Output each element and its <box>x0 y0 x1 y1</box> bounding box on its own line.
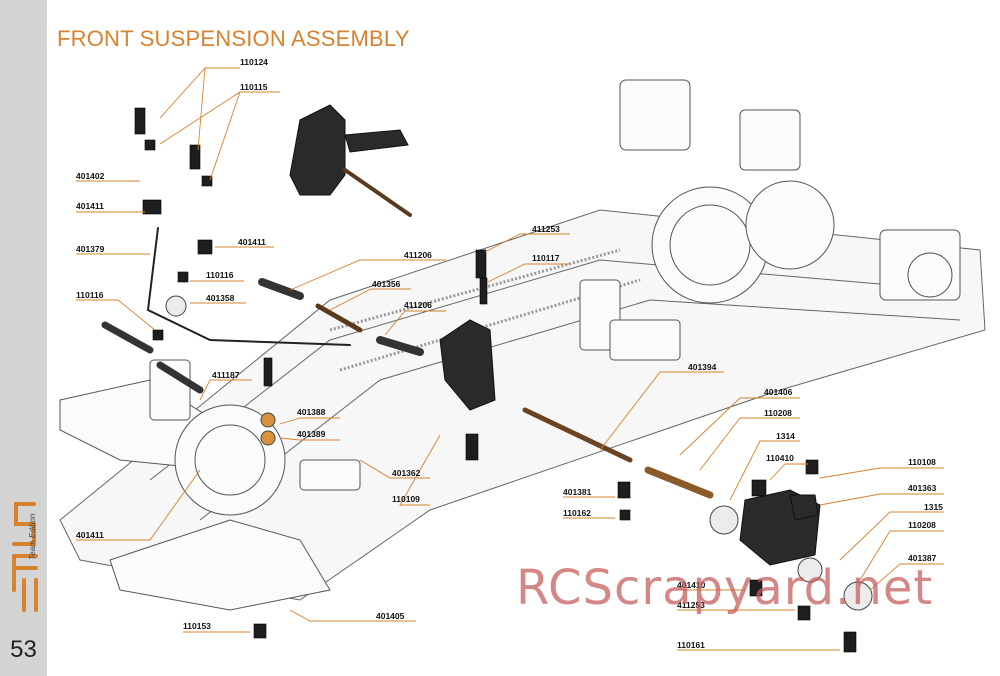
part-label-401356: 401356 <box>372 279 401 289</box>
part-label-110115: 110115 <box>240 82 268 92</box>
part-label-401388: 401388 <box>297 407 326 417</box>
part-label-110410: 110410 <box>766 453 794 463</box>
part-label-411206-b: 411206 <box>404 300 432 310</box>
part-label-1315: 1315 <box>924 502 943 512</box>
part-label-401411: 401411 <box>76 201 104 211</box>
part-label-401411-c: 401411 <box>76 530 104 540</box>
part-label-401363: 401363 <box>908 483 937 493</box>
part-label-110117: 110117 <box>532 253 560 263</box>
part-label-401406: 401406 <box>764 387 793 397</box>
part-label-401402: 401402 <box>76 171 105 181</box>
part-label-110153: 110153 <box>183 621 211 631</box>
part-label-401410: 401410 <box>677 580 706 590</box>
part-label-110161: 110161 <box>677 640 705 650</box>
bearings <box>165 295 873 611</box>
part-label-110208-b: 110208 <box>908 520 936 530</box>
rod-parts <box>101 168 714 499</box>
part-label-110162: 110162 <box>563 508 591 518</box>
part-label-401394: 401394 <box>688 362 717 372</box>
part-label-110109: 110109 <box>392 494 420 504</box>
part-label-110116-b: 110116 <box>76 290 104 300</box>
side-strip <box>0 0 47 676</box>
part-label-401387: 401387 <box>908 553 937 563</box>
part-label-411187: 411187 <box>212 370 240 380</box>
rear-assembly <box>579 79 961 361</box>
part-label-110124: 110124 <box>240 57 268 67</box>
front-suspension-drawing <box>59 359 361 611</box>
brand-logo <box>12 502 38 612</box>
part-label-411253-b: 411253 <box>677 600 705 610</box>
hub-parts <box>289 104 821 566</box>
part-label-401411-b: 401411 <box>238 237 266 247</box>
page-number: 53 <box>10 636 37 663</box>
part-label-401358: 401358 <box>206 293 235 303</box>
small-hardware <box>134 107 857 653</box>
part-label-110116: 110116 <box>206 270 234 280</box>
part-label-110208: 110208 <box>764 408 792 418</box>
part-label-401381: 401381 <box>563 487 592 497</box>
part-label-401362: 401362 <box>392 468 421 478</box>
part-label-401379: 401379 <box>76 244 105 254</box>
part-label-1314: 1314 <box>776 431 795 441</box>
part-label-401405: 401405 <box>376 611 405 621</box>
part-label-110108: 110108 <box>908 457 936 467</box>
part-label-411253: 411253 <box>532 224 560 234</box>
watermark: RCScrapyard.net <box>516 560 934 616</box>
leader-lines <box>76 67 944 651</box>
page-title: FRONT SUSPENSION ASSEMBLY <box>57 26 410 51</box>
part-label-401389: 401389 <box>297 429 326 439</box>
part-label-411206: 411206 <box>404 250 432 260</box>
